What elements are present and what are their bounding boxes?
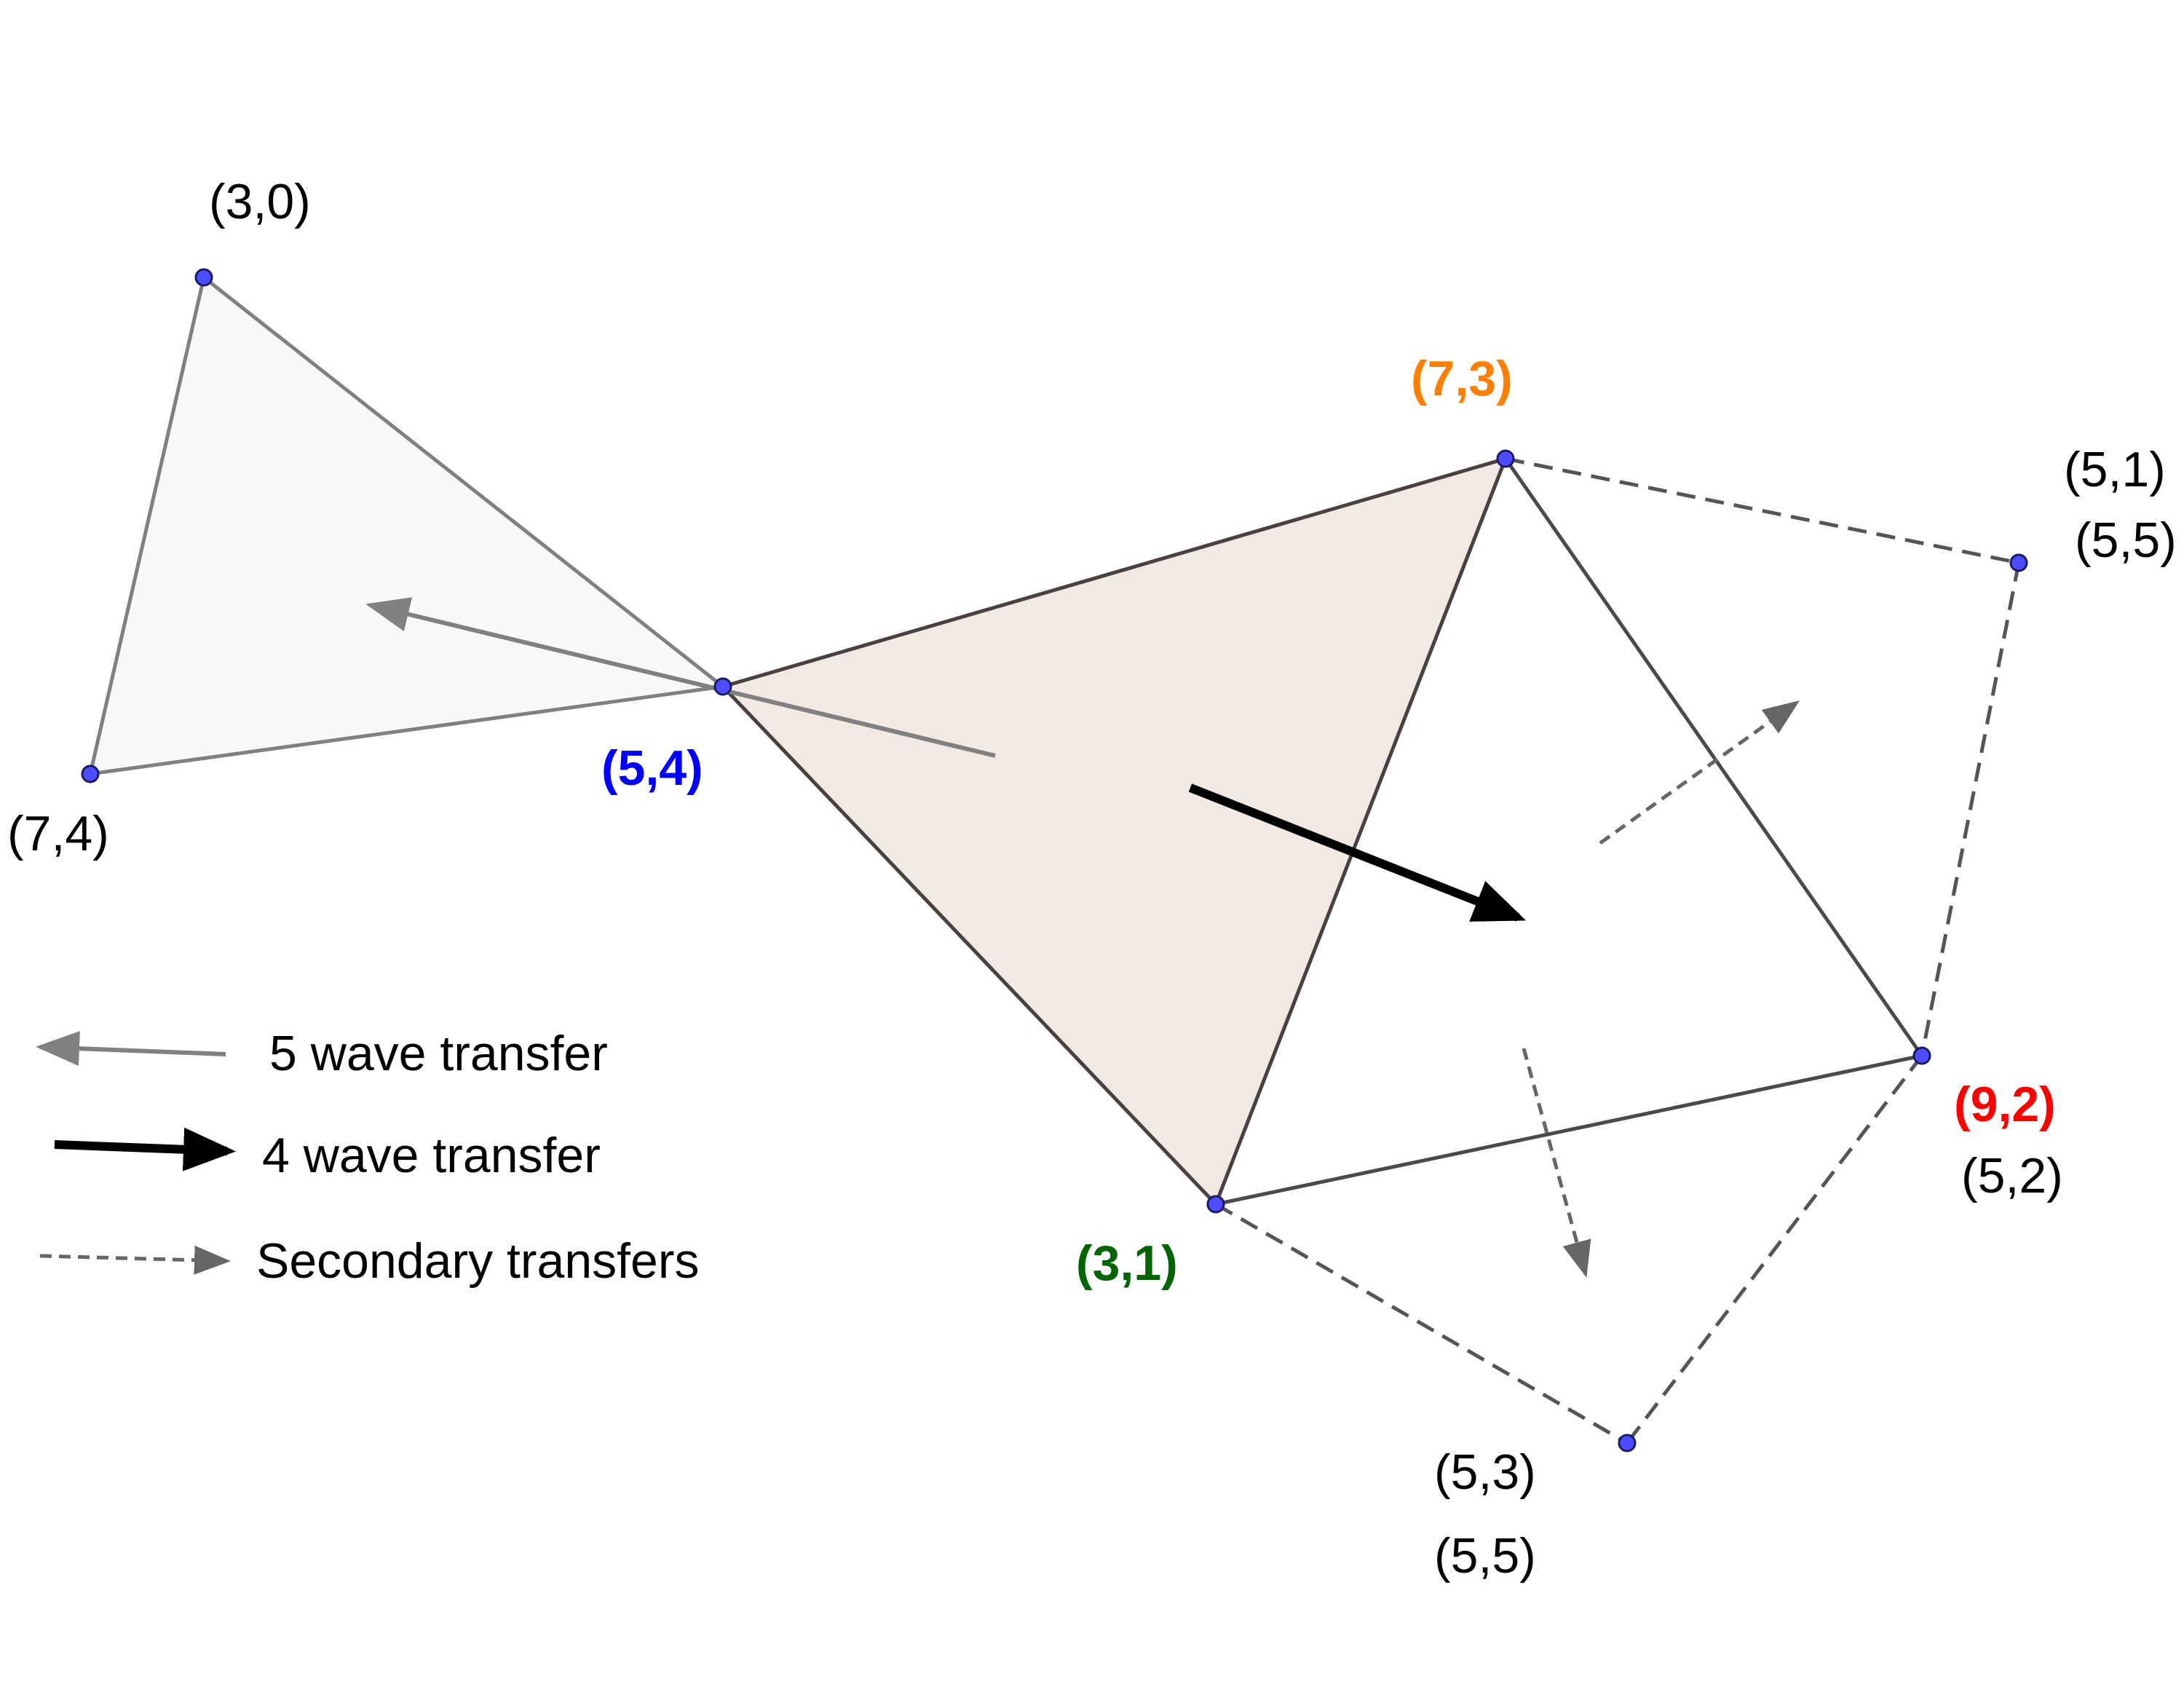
label-5-4: (5,4) bbox=[601, 740, 703, 796]
points bbox=[81, 268, 2028, 1452]
point-5-1 bbox=[2009, 553, 2028, 572]
four-wave-arrow bbox=[1188, 783, 1527, 922]
secondary-arrow-upper bbox=[1599, 700, 1800, 845]
dashed-edge-92-53 bbox=[1626, 1054, 1923, 1444]
central-triangle bbox=[719, 456, 1509, 1208]
point-5-4 bbox=[713, 677, 732, 696]
label-7-4: (7,4) bbox=[7, 806, 109, 861]
label-5-2: (5,2) bbox=[1961, 1148, 2063, 1203]
label-7-3: (7,3) bbox=[1411, 351, 1513, 406]
point-7-4 bbox=[81, 764, 100, 783]
left-triangle bbox=[87, 274, 728, 776]
dashed-edge-73-51 bbox=[1505, 456, 2019, 565]
legend-four-wave-label: 4 wave transfer bbox=[262, 1128, 601, 1183]
legend: 5 wave transfer 4 wave transfer Secondar… bbox=[36, 1026, 700, 1289]
label-5-5-bottom: (5,5) bbox=[1434, 1528, 1536, 1584]
legend-four-wave-swatch bbox=[54, 1127, 236, 1171]
label-5-5-top: (5,5) bbox=[2075, 513, 2177, 568]
dashed-edge-51-92 bbox=[1920, 562, 2021, 1056]
secondary-edges bbox=[1214, 456, 2021, 1445]
edge-31-92 bbox=[1215, 1054, 1923, 1206]
point-3-0 bbox=[194, 268, 213, 287]
five-wave-arrow bbox=[365, 597, 996, 758]
label-3-1: (3,1) bbox=[1076, 1236, 1178, 1291]
label-3-0: (3,0) bbox=[209, 174, 311, 229]
point-7-3 bbox=[1496, 449, 1515, 468]
label-9-2: (9,2) bbox=[1954, 1077, 2056, 1132]
secondary-arrow-lower bbox=[1522, 1048, 1591, 1278]
legend-five-wave-label: 5 wave transfer bbox=[269, 1026, 608, 1081]
point-3-1 bbox=[1206, 1195, 1225, 1214]
legend-secondary-label: Secondary transfers bbox=[256, 1233, 700, 1289]
label-5-1: (5,1) bbox=[2064, 442, 2166, 497]
point-9-2 bbox=[1912, 1046, 1931, 1065]
legend-five-wave-swatch bbox=[36, 1031, 226, 1067]
edge-73-92 bbox=[1503, 457, 1924, 1057]
dashed-edge-31-53 bbox=[1214, 1202, 1629, 1445]
point-5-3 bbox=[1618, 1434, 1637, 1452]
legend-secondary-swatch bbox=[39, 1245, 231, 1275]
label-5-3: (5,3) bbox=[1434, 1444, 1536, 1500]
